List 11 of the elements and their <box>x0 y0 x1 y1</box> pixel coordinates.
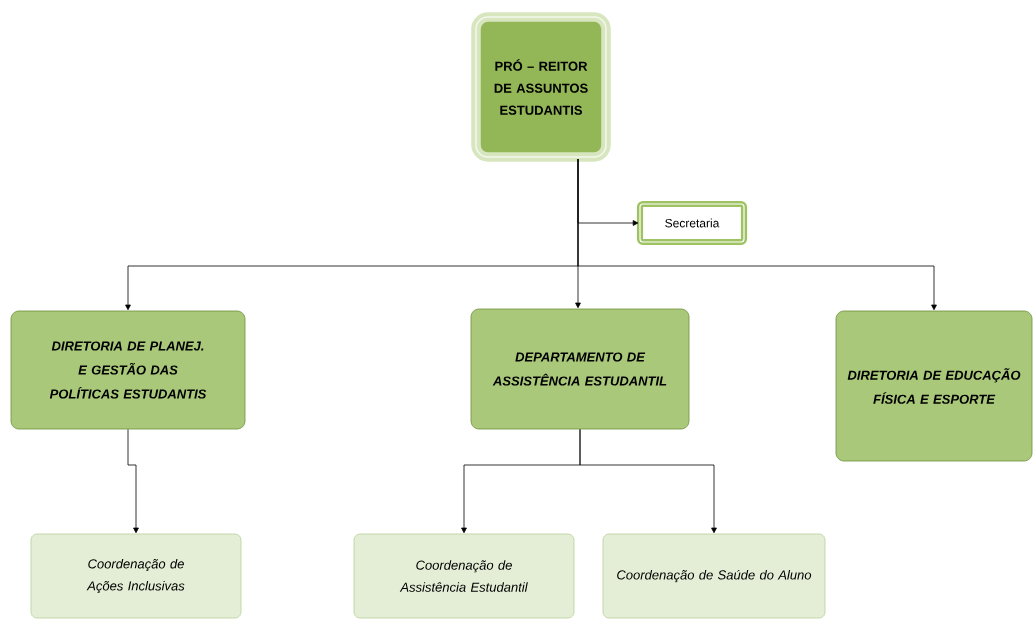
connector-arrow <box>579 429 717 534</box>
connector-arrow <box>127 429 139 534</box>
secretary-box: Secretaria <box>636 200 748 246</box>
title-box: PRÓ – REITOR DE ASSUNTOS ESTUDANTIS <box>471 12 611 162</box>
department-box: DIRETORIA DE EDUCAÇÃO FÍSICA E ESPORTE <box>835 310 1033 462</box>
department-box: DIRETORIA DE PLANEJ. E GESTÃO DAS POLÍTICAS ESTUDANTIS <box>10 310 246 430</box>
department-box: DEPARTAMENTO DE ASSISTÊNCIA ESTUDANTIL <box>470 308 690 430</box>
coordination-box: Coordenação de Saúde do Aluno <box>602 533 826 619</box>
coordination-box: Coordenação de Assistência Estudantil <box>353 533 575 619</box>
coordination-box: Coordenação de Ações Inclusivas <box>30 533 242 619</box>
connector-arrow <box>577 158 937 311</box>
